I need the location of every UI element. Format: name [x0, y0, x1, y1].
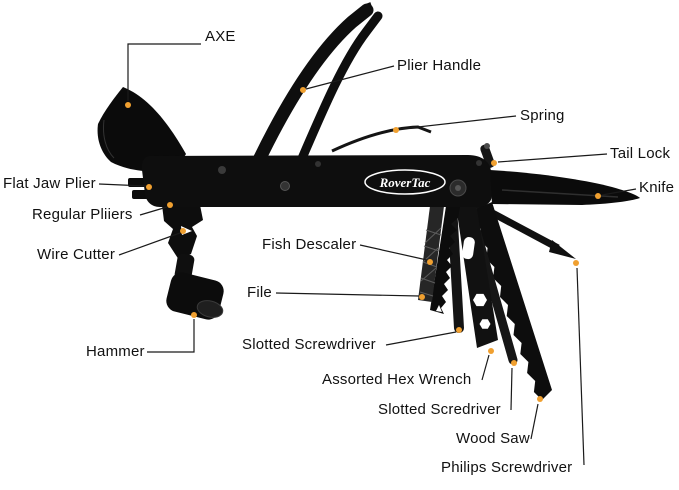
- leader-axe: [127, 43, 201, 101]
- label-flat-jaw-plier: Flat Jaw Plier: [3, 175, 96, 192]
- leader-knife: [601, 188, 637, 196]
- dot-fish-descaler: [427, 259, 433, 265]
- dot-knife: [595, 193, 601, 199]
- hex-cutout-small: [479, 319, 491, 329]
- leader-file: [275, 292, 420, 297]
- dot-slotted-scredriver: [511, 360, 517, 366]
- dot-wire-cutter: [180, 228, 186, 234]
- label-spring: Spring: [520, 107, 565, 124]
- plier-handle-fork: [350, 2, 372, 23]
- hammer-face: [196, 300, 224, 318]
- leader-plier-handle: [305, 65, 395, 90]
- fish-descaler-tool: [430, 206, 460, 314]
- label-slotted-screwdriver: Slotted Screwdriver: [242, 336, 376, 353]
- dot-philips-screwdriver: [573, 260, 579, 266]
- dot-file: [419, 294, 425, 300]
- leader-wire-cutter: [118, 232, 181, 256]
- axe-head: [97, 87, 186, 172]
- wood-saw-tool: [472, 202, 552, 400]
- label-axe: AXE: [205, 28, 236, 45]
- leader-wood-saw: [530, 403, 539, 440]
- dot-axe: [125, 102, 131, 108]
- label-regular-pliers: Regular Pliiers: [32, 206, 133, 223]
- label-wire-cutter: Wire Cutter: [37, 246, 116, 263]
- rivet-upper: [315, 161, 321, 167]
- dot-wood-saw: [537, 396, 543, 402]
- philips-screwdriver-tip: [549, 240, 576, 259]
- dot-spring: [393, 127, 399, 133]
- brand-logo-oval: [364, 169, 446, 195]
- dot-plier-handle: [300, 87, 306, 93]
- leader-lines: [98, 43, 637, 466]
- slotted-screwdriver-tool: [447, 201, 464, 333]
- fanned-tools: [418, 196, 576, 400]
- dot-regular-pliers: [167, 202, 173, 208]
- leader-philips-screwdriver: [576, 267, 585, 466]
- leader-fish-descaler: [359, 244, 428, 261]
- rivets: [218, 160, 482, 197]
- axe-edge-highlight: [103, 119, 115, 159]
- dot-flat-jaw-plier: [146, 184, 152, 190]
- dot-slotted-screwdriver: [456, 327, 462, 333]
- label-assorted-hex-wrench: Assorted Hex Wrench: [322, 371, 472, 388]
- brand-logo-text: RoverTac: [379, 175, 431, 190]
- label-slotted-scredriver: Slotted Scredriver: [378, 401, 501, 418]
- label-fish-descaler: Fish Descaler: [262, 236, 357, 253]
- dot-tail-lock: [491, 160, 497, 166]
- label-wood-saw: Wood Saw: [456, 430, 530, 447]
- leader-assorted-hex-wrench: [481, 354, 490, 381]
- pivot-bolt-center: [455, 185, 461, 191]
- leader-flat-jaw-plier: [98, 183, 147, 187]
- dot-assorted-hex-wrench: [488, 348, 494, 354]
- leader-slotted-scredriver: [510, 367, 513, 411]
- leader-spring: [399, 115, 517, 130]
- tail-lock-pin: [480, 144, 495, 168]
- dot-hammer: [191, 312, 197, 318]
- rivet-tail: [476, 160, 482, 166]
- label-plier-handle: Plier Handle: [397, 57, 482, 74]
- rivet-mid: [280, 181, 290, 191]
- label-hammer: Hammer: [86, 343, 145, 360]
- label-file: File: [247, 284, 272, 301]
- hex-cutout-large: [473, 293, 487, 307]
- spring-lever: [331, 125, 432, 153]
- knife-blade: [490, 170, 640, 205]
- plier-handle-inner: [295, 11, 383, 168]
- label-knife: Knife: [639, 179, 675, 196]
- plier-handle-outer: [251, 3, 374, 169]
- leader-hammer: [147, 319, 195, 353]
- leader-regular-pliers: [139, 206, 168, 216]
- rivet-left: [218, 166, 226, 174]
- leader-tail-lock: [497, 153, 608, 163]
- label-tail-lock: Tail Lock: [610, 145, 671, 162]
- leader-slotted-screwdriver: [385, 331, 457, 346]
- label-philips-screwdriver: Philips Screwdriver: [441, 459, 573, 476]
- tail-lock-cap: [484, 143, 490, 149]
- fish-descaler-fork-notch: [436, 305, 442, 312]
- hex-wrench-slot-cutout: [462, 237, 475, 260]
- callout-dots: [125, 87, 601, 402]
